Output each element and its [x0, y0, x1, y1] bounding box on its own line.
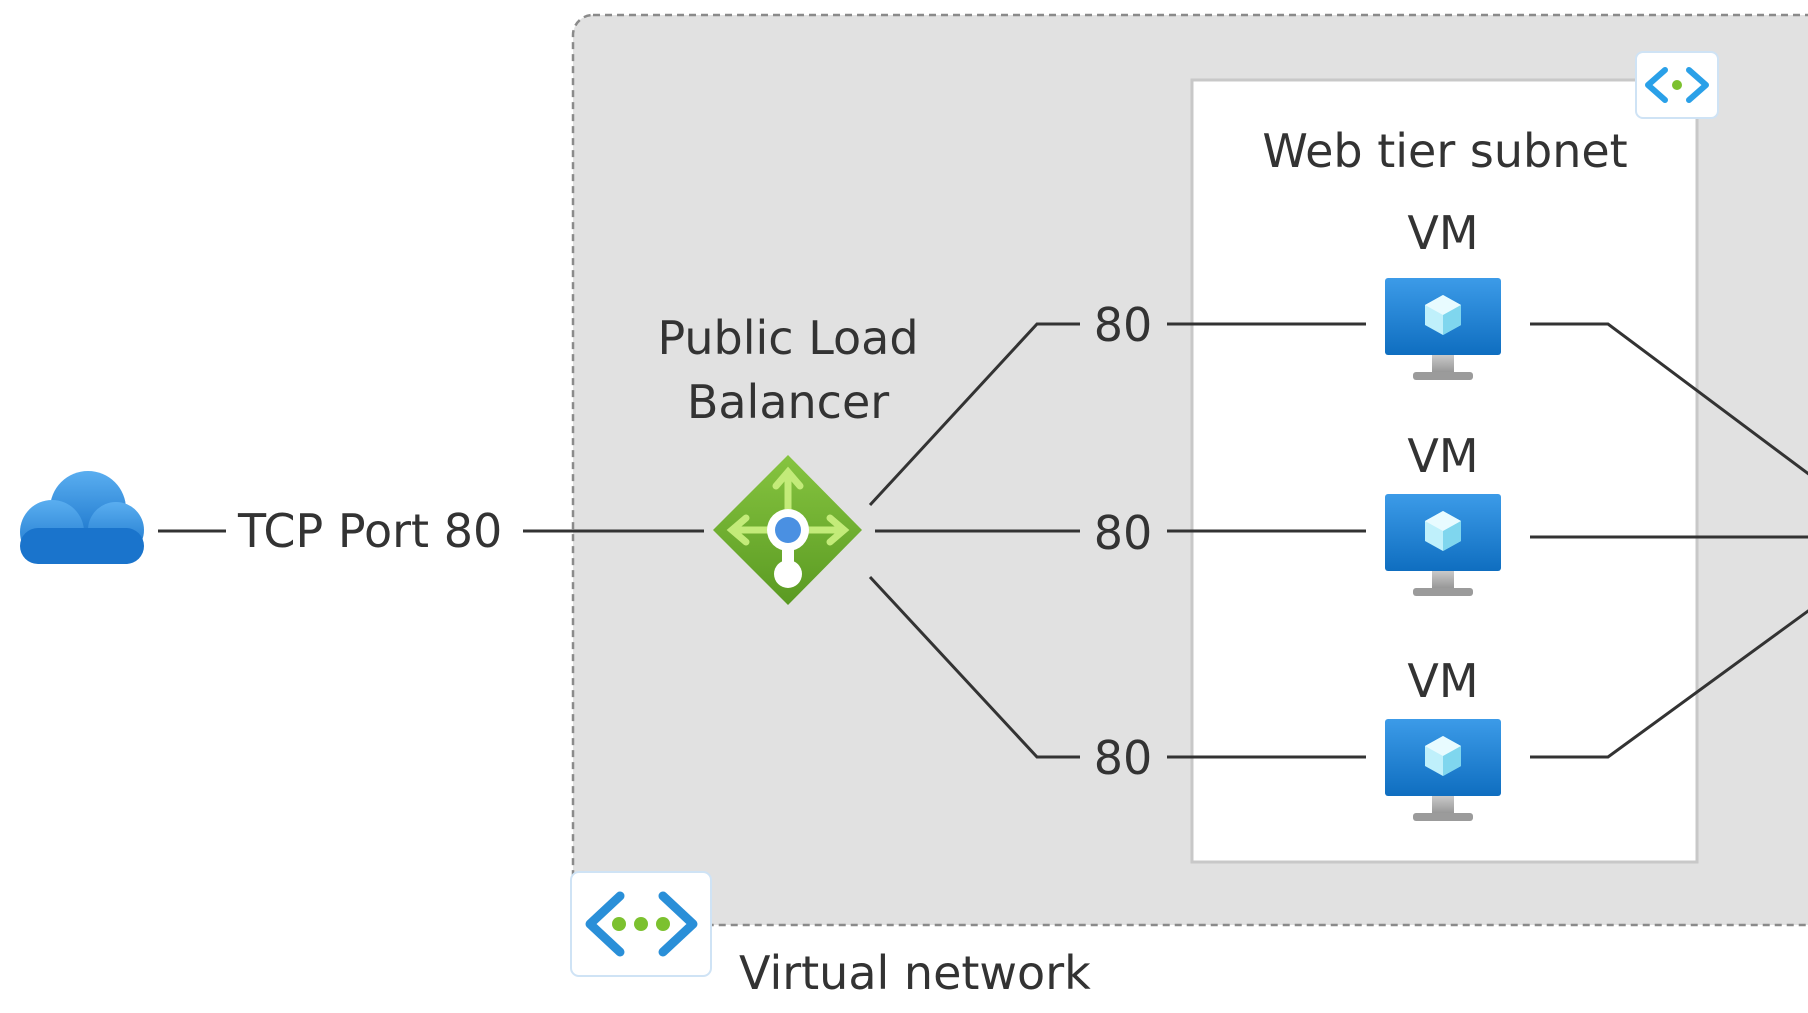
subnet-icon — [1635, 51, 1719, 119]
port-label: 80 — [1093, 731, 1153, 785]
connector-lb-to-port-3 — [868, 575, 1080, 759]
cloud-icon — [20, 471, 144, 564]
vm-label: VM — [1407, 429, 1479, 483]
virtual-machine-icon — [1385, 278, 1501, 380]
load-balancer-label: Public Load Balancer — [618, 306, 958, 434]
vm-label: VM — [1407, 654, 1479, 708]
load-balancer-icon — [713, 455, 862, 605]
load-balancer-label-line-2: Balancer — [686, 375, 890, 429]
connector-lb-to-port-1 — [868, 322, 1080, 507]
connector-lines — [158, 322, 1808, 759]
connector-vm-1-out — [1530, 322, 1808, 476]
connector-vm-3-out — [1530, 609, 1808, 759]
edge-label-tcp-port: TCP Port 80 — [238, 504, 503, 558]
virtual-machine-icon — [1385, 719, 1501, 821]
virtual-network-label: Virtual network — [739, 946, 1091, 1000]
port-label: 80 — [1093, 506, 1153, 560]
subnet-label: Web tier subnet — [1262, 124, 1628, 178]
virtual-network-icon — [570, 871, 712, 977]
virtual-machine-icon — [1385, 494, 1501, 596]
vm-label: VM — [1407, 206, 1479, 260]
port-label: 80 — [1093, 298, 1153, 352]
load-balancer-label-line-1: Public Load — [657, 311, 919, 365]
